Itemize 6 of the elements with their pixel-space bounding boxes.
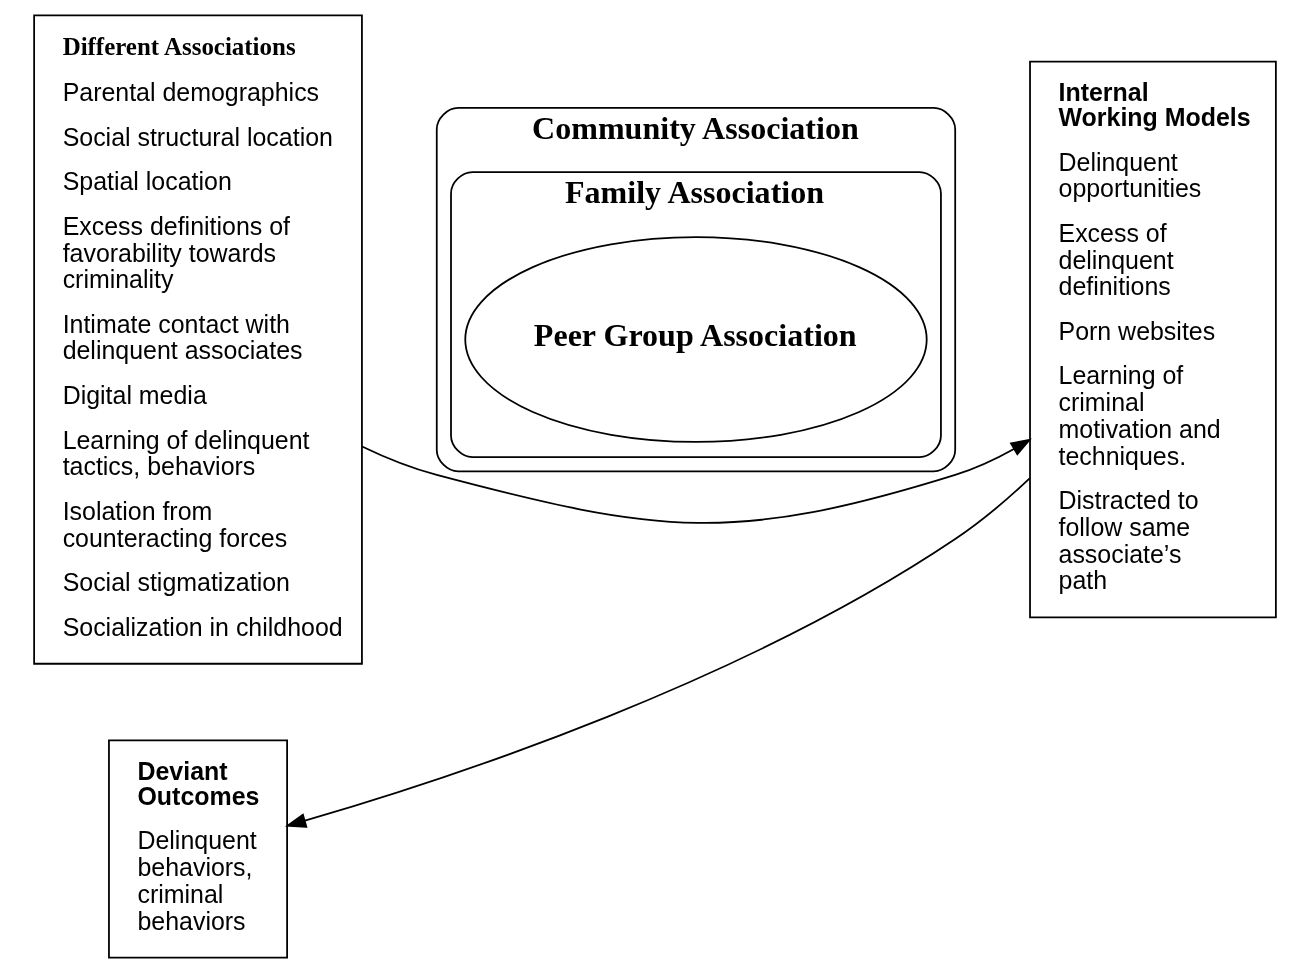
arrow: [361, 438, 1032, 524]
arrow: [284, 477, 1031, 828]
node-box: Internal Working Models Delinquent opportunities Excess of delinquent definitions Porn websites Learning of criminal motivation and techniques. Distracted to follow same associate’s path: [1029, 60, 1277, 619]
node-ellipse: Peer Group Association: [464, 236, 928, 443]
node-box: Deviant Outcomes Delinquent behaviors, criminal behaviors: [108, 739, 288, 959]
node-box: Different Associations Parental demographics Social structural location Spatial location Excess definitions of favorability towards criminality Intimate contact with delinquent associates Digital media Learning of delinquent tactics, behaviors Isolation from counteracting forces Social stigmatization Socialization in childhood: [33, 14, 363, 665]
